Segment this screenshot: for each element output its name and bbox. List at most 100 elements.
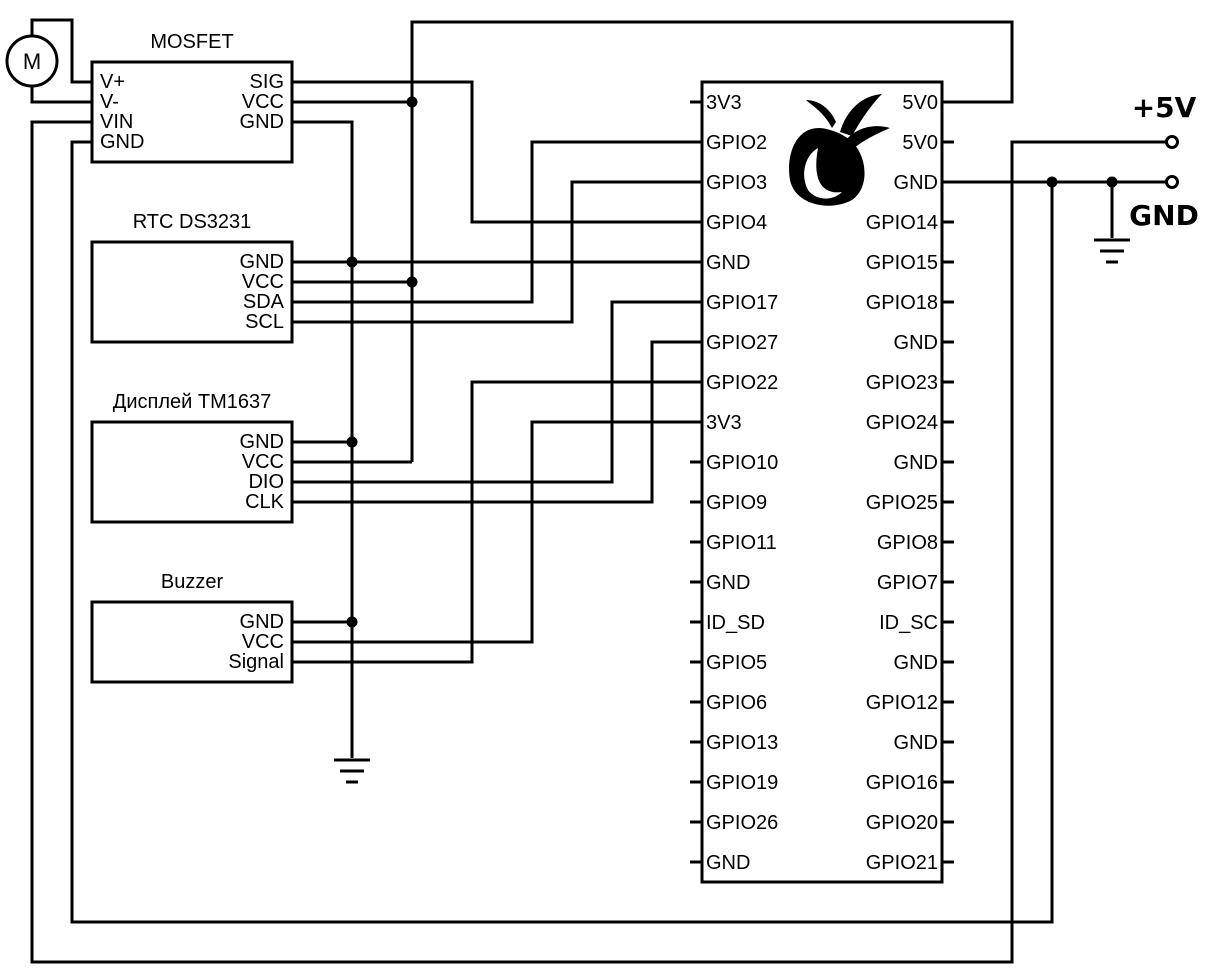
terminal-plus5v: [1165, 135, 1179, 149]
board-pin-right-gnd: GND: [894, 732, 938, 754]
display-pin-gnd: GND: [240, 431, 284, 453]
board-pin-right-5v0: 5V0: [902, 132, 938, 154]
junction-dot: [1106, 176, 1118, 188]
board-pin-right-gpio18: GPIO18: [866, 292, 938, 314]
board-pin-right-gpio15: GPIO15: [866, 252, 938, 274]
junctions: [346, 96, 1118, 628]
wire-gnd-left: [70, 140, 1054, 924]
wire-gnd-bus: [292, 120, 354, 758]
buzzer-pin-signal: Signal: [228, 651, 284, 673]
display-pin-dio: DIO: [248, 471, 284, 493]
board-pin-right-gpio8: GPIO8: [877, 532, 938, 554]
board-pin-left-gpio5: GPIO5: [706, 652, 767, 674]
mosfet-pin-vin: VIN: [100, 111, 133, 133]
wire-scl-gpio3: [292, 180, 702, 324]
board-pin-left-gpio22: GPIO22: [706, 372, 778, 394]
board-pin-right-gpio25: GPIO25: [866, 492, 938, 514]
buzzer-title: Buzzer: [161, 571, 224, 593]
board-pin-left-gpio13: GPIO13: [706, 732, 778, 754]
wire-sda-gpio2: [292, 140, 702, 304]
terminal-gnd: [1165, 175, 1179, 189]
wire-motor-vplus: [30, 18, 92, 84]
wire-vcc-bus: [410, 20, 1014, 462]
display-pin-vcc: VCC: [242, 451, 284, 473]
rtc-title: RTC DS3231: [133, 211, 252, 233]
rtc-pin-scl: SCL: [245, 311, 284, 333]
mosfet-pin-gnd-right: GND: [240, 111, 284, 133]
board-pin-right-gpio24: GPIO24: [866, 412, 938, 434]
board-pin-left-gpio2: GPIO2: [706, 132, 767, 154]
board-pin-left-gpio6: GPIO6: [706, 692, 767, 714]
wire-buzzer-vcc-3v3: [292, 420, 702, 644]
board-pin-right-gpio16: GPIO16: [866, 772, 938, 794]
junction-dot: [346, 256, 358, 268]
board-pin-right-gpio12: GPIO12: [866, 692, 938, 714]
board-pin-left-gpio26: GPIO26: [706, 812, 778, 834]
junction-dot: [1046, 176, 1058, 188]
mosfet-box: [90, 60, 294, 164]
raspberry-logo-icon: [789, 94, 890, 206]
mosfet-pin-sig: SIG: [250, 71, 284, 93]
board-pin-right-gnd: GND: [894, 452, 938, 474]
ground-symbol-icon: [1094, 238, 1130, 264]
display-pin-clk: CLK: [245, 491, 285, 513]
board-pin-right-gnd: GND: [894, 172, 938, 194]
wire-dio-gpio17: [292, 300, 702, 484]
rtc-pin-vcc: VCC: [242, 271, 284, 293]
junction-dot: [346, 616, 358, 628]
raspberry-board: 3V3GPIO2GPIO3GPIO4GNDGPIO17GPIO27GPIO223…: [690, 80, 954, 884]
wire-signal-gpio22: [292, 380, 702, 664]
board-pin-left-gpio4: GPIO4: [706, 212, 767, 234]
plus5v-label: +5V: [1132, 91, 1197, 124]
power-terminals: +5V GND: [1129, 91, 1199, 232]
board-outline: [700, 80, 944, 884]
ground-symbol-icon: [334, 758, 370, 784]
gnd-label: GND: [1129, 199, 1199, 232]
display-title: Дисплей TM1637: [113, 391, 271, 413]
board-pin-left-id-sd: ID_SD: [706, 612, 765, 634]
mosfet-pin-vminus: V-: [100, 91, 119, 113]
board-pin-right-gnd: GND: [894, 332, 938, 354]
rtc-pin-gnd: GND: [240, 251, 284, 273]
buzzer-pin-gnd: GND: [240, 611, 284, 633]
motor: M: [5, 34, 59, 88]
rtc-box: [90, 240, 294, 344]
board-pin-right-gpio7: GPIO7: [877, 572, 938, 594]
mosfet-pin-vplus: V+: [100, 71, 125, 93]
junction-dot: [406, 276, 418, 288]
board-pin-left-gpio19: GPIO19: [706, 772, 778, 794]
board-pin-left-3v3: 3V3: [706, 92, 742, 114]
board-pin-left-gpio10: GPIO10: [706, 452, 778, 474]
buzzer-pin-vcc: VCC: [242, 631, 284, 653]
board-pin-labels: 3V3GPIO2GPIO3GPIO4GNDGPIO17GPIO27GPIO223…: [706, 92, 938, 874]
mosfet-pin-vcc: VCC: [242, 91, 284, 113]
rtc-pin-sda: SDA: [243, 291, 285, 313]
wire-motor-vminus: [30, 86, 92, 104]
mosfet-module: MOSFET V+ V- VIN GND SIG VCC GND: [90, 31, 294, 164]
board-pin-right-id-sc: ID_SC: [879, 612, 938, 634]
wire-vin-5v: [30, 120, 1170, 964]
rtc-module: RTC DS3231 GND VCC SDA SCL: [90, 211, 294, 344]
mosfet-title: MOSFET: [150, 31, 233, 53]
board-pin-left-gpio9: GPIO9: [706, 492, 767, 514]
board-pin-right-gnd: GND: [894, 652, 938, 674]
board-pin-right-gpio21: GPIO21: [866, 852, 938, 874]
board-pin-left-gnd: GND: [706, 572, 750, 594]
board-pin-right-gpio23: GPIO23: [866, 372, 938, 394]
board-pin-right-5v0: 5V0: [902, 92, 938, 114]
board-pin-left-gnd: GND: [706, 852, 750, 874]
board-pin-right-gpio20: GPIO20: [866, 812, 938, 834]
board-pin-left-gnd: GND: [706, 252, 750, 274]
buzzer-box: [90, 600, 294, 684]
wires: [30, 18, 1170, 964]
motor-label: M: [23, 49, 41, 74]
board-pin-left-gpio17: GPIO17: [706, 292, 778, 314]
board-pin-right-gpio14: GPIO14: [866, 212, 938, 234]
board-pin-left-gpio27: GPIO27: [706, 332, 778, 354]
junction-dot: [406, 96, 418, 108]
buzzer-module: Buzzer GND VCC Signal: [90, 571, 294, 684]
junction-dot: [346, 436, 358, 448]
mosfet-pin-gnd-left: GND: [100, 131, 144, 153]
display-module: Дисплей TM1637 GND VCC DIO CLK: [90, 391, 294, 524]
